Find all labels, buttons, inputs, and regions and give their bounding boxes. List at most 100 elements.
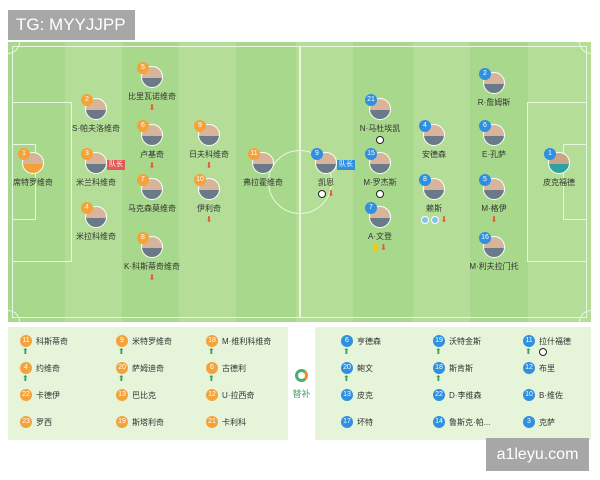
- sub-player-name: 鲍文: [357, 364, 373, 373]
- red-down-arrow-icon: ⬇: [440, 215, 448, 224]
- shirt-number: 18: [206, 335, 218, 347]
- channel-tag: TG: MYYJJPP: [8, 10, 135, 40]
- home-player[interactable]: 4 米拉科维奇: [59, 202, 133, 264]
- shirt-number: 2: [479, 68, 491, 80]
- left-goal-box: [12, 144, 36, 220]
- sub-player-name: 斯塔利奇: [132, 418, 164, 427]
- shirt-number: 7: [365, 202, 377, 214]
- sub-player-name: 古德利: [222, 364, 246, 373]
- green-up-arrow-icon: ⬆: [525, 347, 532, 356]
- green-up-arrow-icon: ⬆: [118, 374, 125, 383]
- sub-player-name: 卡德伊: [36, 391, 60, 400]
- shirt-number: 8: [137, 232, 149, 244]
- event-markers: ⬇: [172, 161, 246, 170]
- player-name: 伊利奇: [197, 204, 221, 213]
- shirt-number: 14: [433, 416, 445, 428]
- shirt-number: 11: [248, 148, 260, 160]
- event-markers: ⬇: [397, 215, 471, 224]
- shirt-number: 6: [341, 335, 353, 347]
- green-up-arrow-icon: ⬆: [343, 347, 350, 356]
- sub-player-name: 约维奇: [36, 364, 60, 373]
- player-name: 马克森莫维奇: [128, 204, 176, 213]
- sub-player-name: 米特罗维奇: [132, 337, 172, 346]
- shirt-number: 11: [20, 335, 32, 347]
- player-name: 皮克福德: [543, 178, 575, 187]
- football-icon: [539, 348, 547, 356]
- event-markers: ⬇: [289, 189, 363, 198]
- red-down-arrow-icon: ⬇: [148, 273, 156, 282]
- shirt-number: 22: [20, 389, 32, 401]
- shirt-number: 9: [311, 148, 323, 160]
- red-down-arrow-icon: ⬇: [380, 243, 387, 252]
- red-down-arrow-icon: ⬇: [327, 189, 335, 198]
- home-sub-player[interactable]: 22 卡德伊: [12, 385, 104, 409]
- assist-icon: [430, 215, 439, 224]
- red-down-arrow-icon: ⬇: [148, 161, 156, 170]
- shirt-number: 4: [81, 202, 93, 214]
- pitch-stripe: [65, 42, 122, 322]
- player-name: 米拉科维奇: [76, 232, 116, 241]
- green-up-arrow-icon: ⬆: [435, 374, 442, 383]
- sub-player-name: 卡利科: [222, 418, 246, 427]
- shirt-number: 23: [20, 416, 32, 428]
- player-name: M·罗杰斯: [363, 178, 397, 187]
- shirt-number: 20: [341, 362, 353, 374]
- red-down-arrow-icon: ⬇: [148, 103, 156, 112]
- corner-arc: [579, 310, 591, 322]
- player-name: 凯恩: [318, 178, 334, 187]
- shirt-number: 10: [523, 389, 535, 401]
- sub-player-name: U·拉西奇: [222, 391, 255, 400]
- substitutes-label: 替补: [292, 389, 311, 399]
- football-icon: [376, 189, 384, 198]
- event-markers: ⬇: [457, 215, 531, 224]
- pitch-stripe: [528, 42, 591, 322]
- player-name: A·文登: [368, 232, 392, 241]
- player-name: 米兰科维奇: [76, 178, 116, 187]
- shirt-number: 5: [137, 62, 149, 74]
